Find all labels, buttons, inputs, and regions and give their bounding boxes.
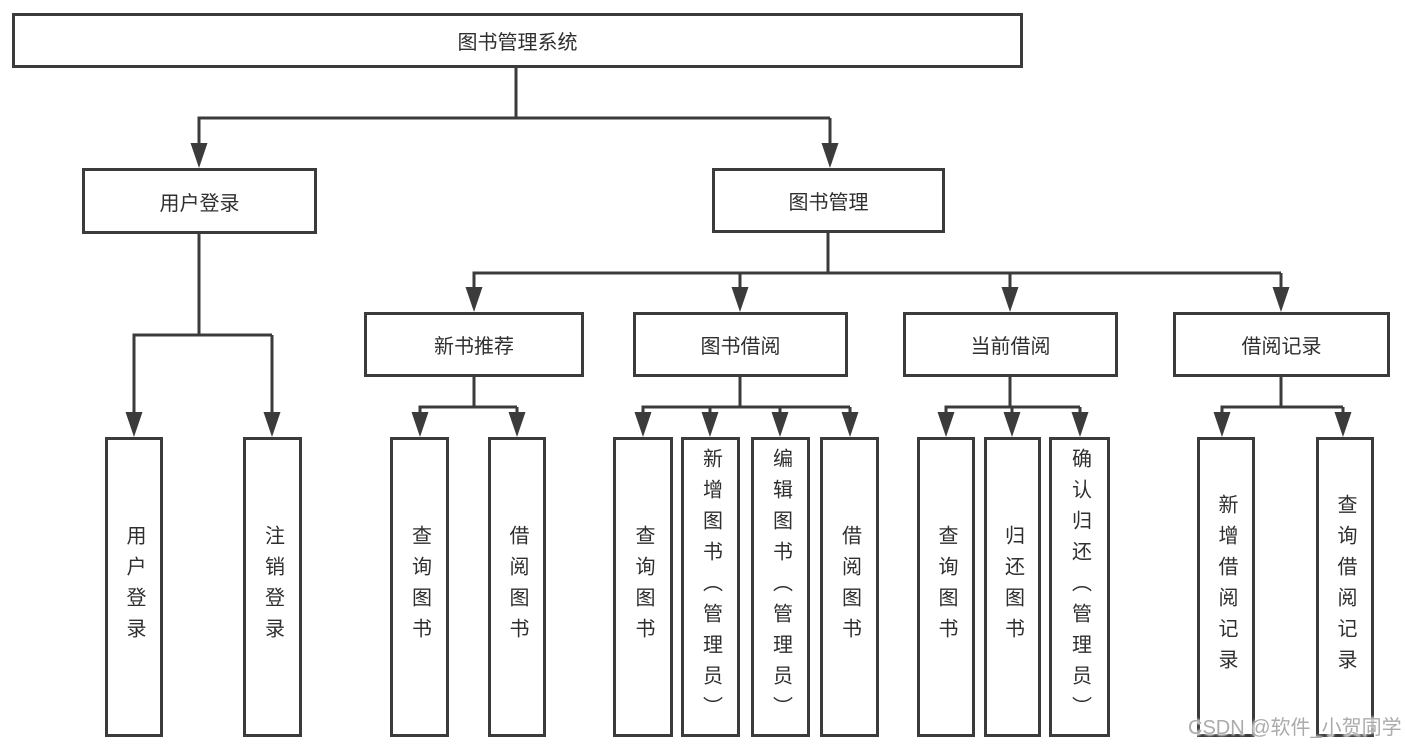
leaf-query-books-borrowing: 查询图书 bbox=[613, 437, 673, 737]
leaf-label: 注销登录 bbox=[261, 525, 284, 649]
connector-lines bbox=[132, 68, 1345, 419]
node-label: 图书管理系统 bbox=[457, 32, 578, 54]
leaf-edit-books-admin: 编辑图书（管理员） bbox=[751, 437, 810, 737]
leaf-label: 查询借阅记录 bbox=[1334, 494, 1356, 680]
node-label: 图书借阅 bbox=[700, 336, 781, 358]
node-user-login: 用户登录 bbox=[82, 168, 317, 234]
leaf-borrow-books-recommend: 借阅图书 bbox=[488, 437, 546, 737]
leaf-label: 查询图书 bbox=[408, 525, 431, 649]
node-label: 新书推荐 bbox=[434, 336, 514, 358]
leaf-add-borrow-record: 新增借阅记录 bbox=[1197, 437, 1255, 737]
node-borrowing-records: 借阅记录 bbox=[1173, 312, 1390, 377]
leaf-label: 归还图书 bbox=[1001, 525, 1024, 649]
leaf-borrow-books-borrowing: 借阅图书 bbox=[820, 437, 879, 737]
leaf-query-books-recommend: 查询图书 bbox=[390, 437, 449, 737]
leaf-add-books-admin: 新增图书（管理员） bbox=[681, 437, 740, 737]
node-library-system: 图书管理系统 bbox=[12, 13, 1023, 68]
node-label: 当前借阅 bbox=[970, 336, 1051, 358]
leaf-query-borrow-record: 查询借阅记录 bbox=[1316, 437, 1374, 737]
leaf-user-login: 用户登录 bbox=[105, 437, 163, 737]
node-book-management: 图书管理 bbox=[712, 168, 945, 233]
leaf-label: 借阅图书 bbox=[838, 525, 861, 649]
leaf-label: 查询图书 bbox=[632, 525, 654, 649]
leaf-logout: 注销登录 bbox=[243, 437, 302, 737]
node-label: 图书管理 bbox=[788, 192, 869, 214]
leaf-label: 借阅图书 bbox=[506, 525, 528, 649]
node-book-borrowing: 图书借阅 bbox=[633, 312, 848, 377]
node-label: 用户登录 bbox=[159, 192, 240, 215]
leaf-label: 确认归还（管理员） bbox=[1068, 447, 1091, 727]
leaf-return-books: 归还图书 bbox=[984, 437, 1041, 737]
node-label: 借阅记录 bbox=[1241, 336, 1322, 358]
node-current-borrowing: 当前借阅 bbox=[903, 312, 1118, 377]
leaf-label: 查询图书 bbox=[935, 525, 957, 649]
leaf-label: 用户登录 bbox=[123, 525, 145, 649]
leaf-label: 新增借阅记录 bbox=[1215, 494, 1237, 680]
arrowhead-icons bbox=[125, 143, 1352, 437]
leaf-query-books-current: 查询图书 bbox=[917, 437, 975, 737]
watermark: CSDN @软件_小贺同学 bbox=[1188, 717, 1402, 739]
node-new-book-recommend: 新书推荐 bbox=[364, 312, 584, 377]
leaf-confirm-return-admin: 确认归还（管理员） bbox=[1049, 437, 1110, 737]
leaf-label: 新增图书（管理员） bbox=[699, 447, 722, 727]
leaf-label: 编辑图书（管理员） bbox=[769, 447, 792, 727]
